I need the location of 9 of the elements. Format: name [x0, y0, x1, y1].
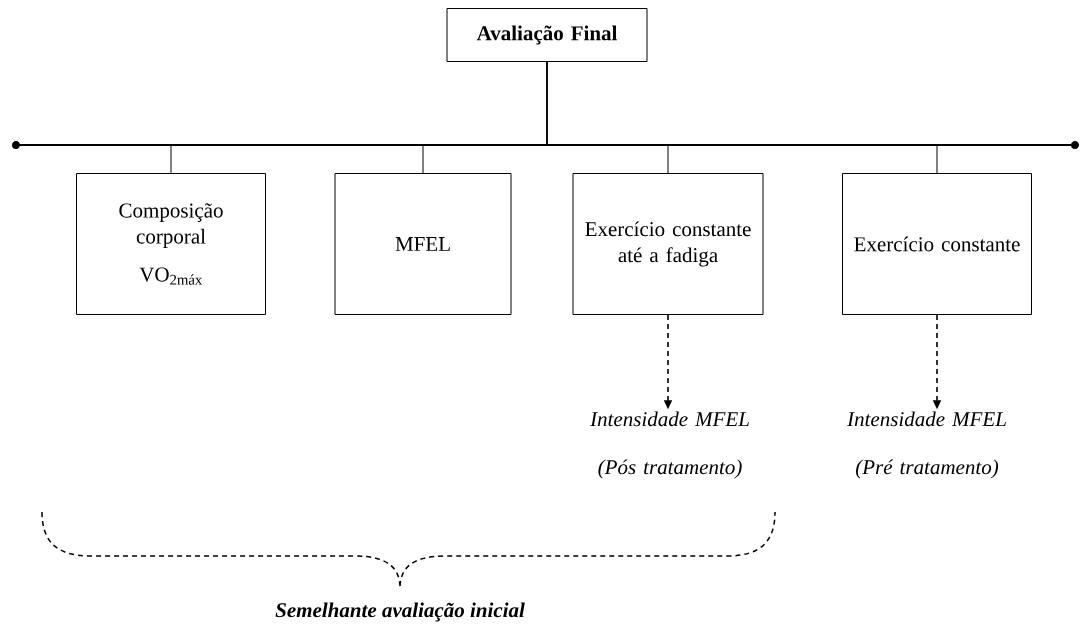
result-text: Intensidade MFEL (Pré tratamento)	[847, 411, 1006, 479]
process-box: Exercício constante	[842, 173, 1032, 315]
process-box: MFEL	[334, 173, 512, 315]
brace-label: Semelhante avaliação inicial	[275, 602, 525, 622]
connector-line	[546, 61, 938, 174]
result-text: Intensidade MFEL (Pós tratamento)	[590, 411, 749, 479]
process-box: Exercício constante até a fadiga	[572, 173, 764, 315]
process-box: Composição corporal VO$_{2máx}$	[76, 173, 266, 315]
title-box: Avaliação Final	[446, 8, 648, 62]
